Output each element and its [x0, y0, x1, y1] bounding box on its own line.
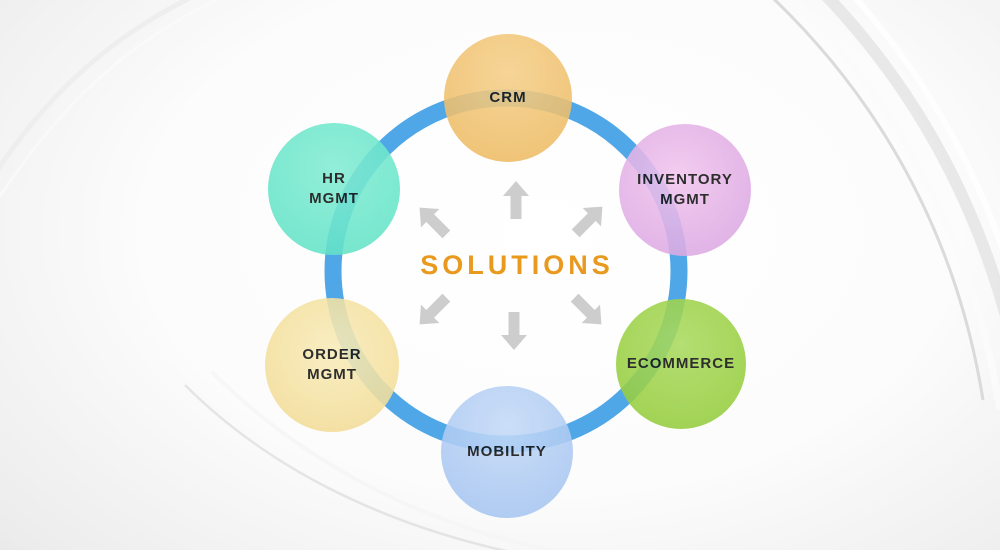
node-hr-mgmt: HR MGMT [268, 123, 400, 255]
node-inventory-mgmt: INVENTORY MGMT [619, 124, 751, 256]
node-hr-mgmt-label: HR MGMT [309, 169, 359, 207]
node-ecommerce: ECOMMERCE [616, 299, 746, 429]
node-crm-label: CRM [489, 88, 527, 106]
arrow-down-left-icon [419, 293, 451, 325]
node-mobility: MOBILITY [441, 386, 573, 518]
node-order-mgmt: ORDER MGMT [265, 298, 399, 432]
node-order-mgmt-label: ORDER MGMT [302, 345, 362, 383]
arrow-up-right-icon [571, 206, 603, 238]
node-ecommerce-label: ECOMMERCE [626, 354, 736, 372]
arrow-up-left-icon [419, 207, 451, 239]
node-mobility-label: MOBILITY [467, 442, 547, 460]
diagram-title: SOLUTIONS [420, 250, 614, 280]
arrow-up-icon [503, 181, 529, 219]
node-inventory-mgmt-label: INVENTORY MGMT [637, 170, 733, 208]
node-crm: CRM [444, 34, 572, 162]
arrow-down-right-icon [570, 293, 602, 325]
arrow-down-icon [501, 312, 527, 350]
